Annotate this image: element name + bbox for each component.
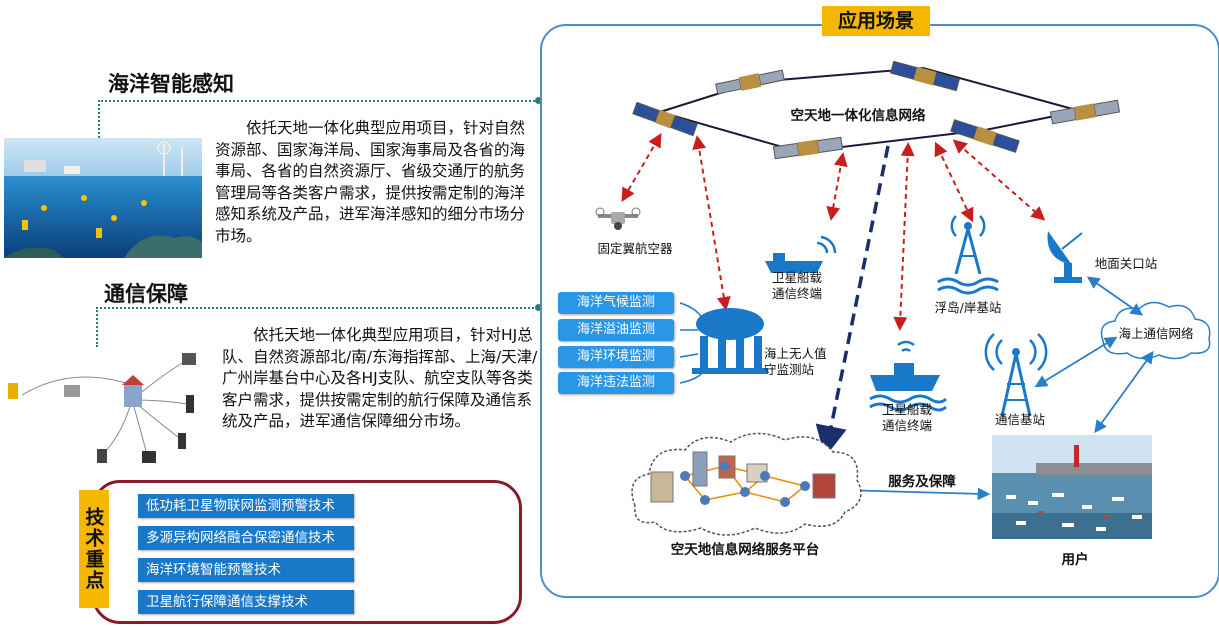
satellite-icon — [632, 101, 698, 137]
service-platform-graphic — [631, 432, 862, 536]
connector-line-2 — [96, 307, 538, 309]
connector-vline-2 — [96, 307, 98, 347]
cell-tower-icon — [984, 333, 1048, 417]
tech-item-secure-fusion: 多源异构网络融合保密通信技术 — [138, 526, 354, 550]
buoy-station-label: 浮岛/岸基站 — [934, 300, 1002, 315]
maritime-network-label: 海上通信网络 — [1118, 326, 1194, 341]
satellite-icon — [950, 119, 1020, 153]
satellite-dish-icon — [1047, 231, 1083, 283]
application-scene-title: 应用场景 — [822, 6, 930, 36]
ocean-sensing-heading: 海洋智能感知 — [108, 72, 234, 96]
connector-dot-2 — [535, 304, 542, 311]
satellite-icon — [1049, 99, 1121, 125]
monitor-station-label: 海上无人值 守监测站 — [764, 346, 827, 377]
platform-downlink — [815, 145, 890, 458]
satellite-icon — [772, 136, 844, 160]
comm-network-graphic — [8, 353, 196, 463]
ocean-sensing-image — [4, 138, 202, 258]
ocean-sensing-paragraph: 依托天地一体化典型应用项目，针对自然资源部、国家海洋局、国家海事局及各省的海事局… — [215, 119, 526, 245]
tech-item-iot-warning: 低功耗卫星物联网监测预警技术 — [138, 494, 354, 518]
connector-vline-1 — [98, 100, 100, 138]
base-station-label: 通信基站 — [994, 412, 1045, 427]
service-label: 服务及保障 — [888, 474, 956, 490]
tech-item-env-warning: 海洋环境智能预警技术 — [138, 558, 354, 582]
monitor-item-climate: 海洋气候监测 — [558, 292, 674, 314]
user-label: 用户 — [1061, 552, 1089, 568]
monitor-station-icon — [692, 308, 768, 374]
ground-links — [833, 276, 1154, 501]
gateway-station-label: 地面关口站 — [1094, 256, 1158, 271]
comm-guarantee-heading: 通信保障 — [104, 282, 188, 306]
monitor-item-oil-spill: 海洋溢油监测 — [558, 319, 674, 341]
ship-icon — [765, 235, 837, 273]
satellite-icon — [715, 69, 785, 95]
ship-terminal-2-label: 卫星船载 通信终端 — [881, 402, 932, 433]
platform-label: 空天地信息网络服务平台 — [670, 542, 820, 558]
connector-line-1 — [98, 100, 538, 102]
satellite-icon — [889, 60, 961, 92]
connector-dot-1 — [535, 97, 542, 104]
ocean-scene-graphic — [4, 138, 202, 258]
scene-diagram — [595, 60, 1211, 539]
tech-item-satellite-nav: 卫星航行保障通信支撑技术 — [138, 590, 354, 614]
network-label: 空天地一体化信息网络 — [790, 108, 926, 124]
comm-guarantee-paragraph: 依托天地一体化典型应用项目，针对HJ总队、自然资源部北/南/东海指挥部、上海/天… — [222, 326, 538, 430]
monitor-item-environment: 海洋环境监测 — [558, 346, 674, 368]
monitor-links — [679, 302, 706, 384]
buoy-tower-icon — [937, 215, 999, 295]
comm-guarantee-image — [2, 345, 212, 470]
ship-icon — [869, 340, 948, 412]
tech-focus-label: 技术重点 — [79, 490, 109, 608]
satellite-uplinks — [621, 132, 1046, 331]
monitor-item-illegal: 海洋违法监测 — [558, 372, 674, 394]
ship-terminal-1-label: 卫星船载 通信终端 — [771, 270, 822, 301]
fixed-wing-label: 固定翼航空器 — [597, 241, 673, 256]
harbor-photo — [992, 435, 1152, 539]
drone-icon — [595, 207, 641, 230]
